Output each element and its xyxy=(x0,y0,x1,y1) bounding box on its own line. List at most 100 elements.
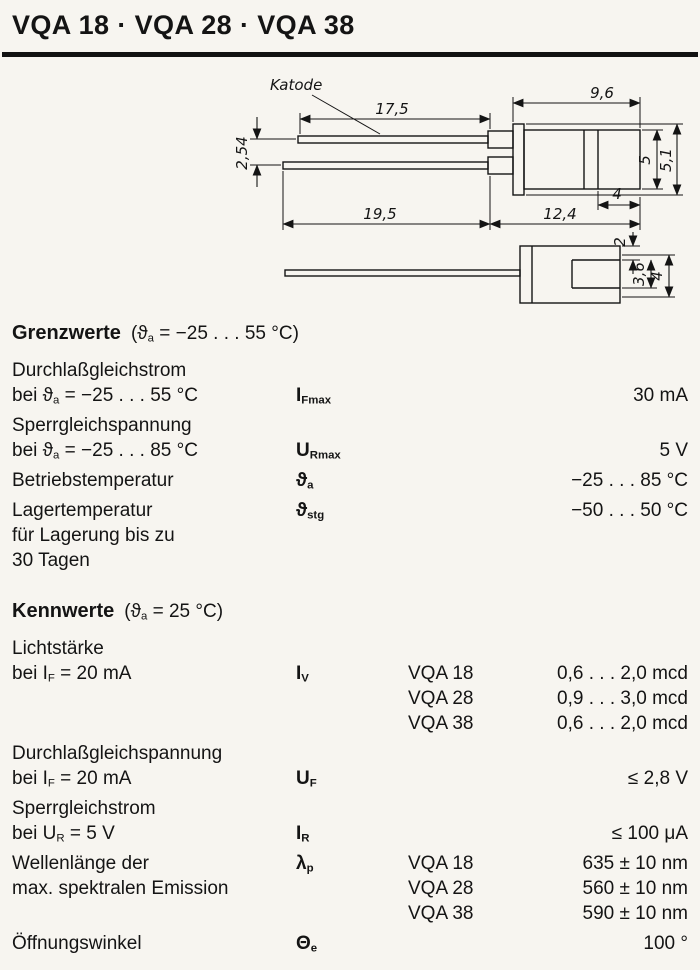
cond-pre: (ϑ xyxy=(130,323,148,344)
spec-label: Öffnungswinkel xyxy=(12,931,296,956)
symbol-sub: stg xyxy=(307,509,325,522)
label-post: = 20 mA xyxy=(54,768,132,789)
spec-value: 100 ° xyxy=(643,933,688,954)
spec-row-ifmax: Durchlaßgleichstrom bei ϑa = −25 . . . 5… xyxy=(12,358,688,408)
spec-label-line3: 30 Tagen xyxy=(12,550,90,571)
label-pre: bei I xyxy=(12,663,48,684)
spec-label-line2: bei ϑa = −25 . . . 85 °C xyxy=(12,438,296,463)
grenzwerte-section: Grenzwerte (ϑa = −25 . . . 55 °C) Durchla… xyxy=(0,321,700,573)
symbol-sub: V xyxy=(301,672,309,685)
spec-symbol: IR xyxy=(296,796,408,846)
spec-label-line2: für Lagerung bis zu xyxy=(12,525,175,546)
dim-2: 2 xyxy=(611,237,629,247)
symbol-sub: e xyxy=(310,942,318,955)
grenzwerte-condition: (ϑa = −25 . . . 55 °C) xyxy=(131,323,299,344)
led-drawing-svg: Katode 17,5 9,6 2,54 5 xyxy=(233,76,683,304)
label-post: = 20 mA xyxy=(54,663,132,684)
spec-row-urmax: Sperrgleichspannung bei ϑa = −25 . . . 8… xyxy=(12,413,688,463)
variant-name: VQA 28 xyxy=(408,878,474,899)
spec-row-oeffnungswinkel: Öffnungswinkel Θe 100 ° xyxy=(12,931,688,956)
label-sub: a xyxy=(53,449,60,462)
kennwerte-section: Kennwerte (ϑa = 25 °C) Lichtstärke bei I F… xyxy=(0,599,700,956)
variant-name: VQA 38 xyxy=(408,713,474,734)
dim-5-1: 5,1 xyxy=(657,148,675,172)
kennwerte-heading-text: Kennwerte xyxy=(12,600,115,622)
spec-row-betriebstemperatur: Betriebstemperatur ϑa −25 . . . 85 °C xyxy=(12,468,688,493)
spec-variants xyxy=(408,498,504,573)
spec-label-line1: Lichtstärke xyxy=(12,638,104,659)
variant-value: 590 ± 10 nm xyxy=(582,903,689,924)
variant-names: VQA 18 VQA 28 VQA 38 xyxy=(408,636,504,736)
spec-label: Sperrgleichstrom bei UR = 5 V xyxy=(12,796,296,846)
cond-sub: a xyxy=(147,332,154,345)
symbol-base: λ xyxy=(296,853,307,874)
spec-label-line1: Lagertemperatur xyxy=(12,500,153,521)
variant-value: 635 ± 10 nm xyxy=(582,853,689,874)
label-post: = −25 . . . 55 °C xyxy=(59,385,198,406)
spec-variants xyxy=(408,796,504,846)
symbol-base: ϑ xyxy=(296,470,308,491)
spec-label-line2: bei ϑa = −25 . . . 55 °C xyxy=(12,383,296,408)
dim-12-4: 12,4 xyxy=(543,205,576,223)
spec-value: ≤ 100 μA xyxy=(611,823,688,844)
label-post: = −25 . . . 85 °C xyxy=(59,440,198,461)
dim-9-6: 9,6 xyxy=(590,84,614,102)
dim-17-5: 17,5 xyxy=(375,100,408,118)
spec-row-lagertemperatur: Lagertemperatur für Lagerung bis zu 30 T… xyxy=(12,498,688,573)
symbol-sub: F xyxy=(309,777,317,790)
spec-label: Durchlaßgleichstrom bei ϑa = −25 . . . 5… xyxy=(12,358,296,408)
title-rule xyxy=(2,52,698,57)
spec-value: 30 mA xyxy=(633,385,688,406)
grenzwerte-heading-text: Grenzwerte xyxy=(12,322,121,344)
symbol-base: U xyxy=(296,440,310,461)
symbol-base: ϑ xyxy=(296,500,308,521)
label-pre: bei ϑ xyxy=(12,385,54,406)
variant-values: 635 ± 10 nm 560 ± 10 nm 590 ± 10 nm xyxy=(504,851,689,926)
spec-label-line2: bei UR = 5 V xyxy=(12,821,296,846)
spec-value: −50 . . . 50 °C xyxy=(571,500,688,521)
katode-label: Katode xyxy=(270,76,322,94)
dim-3-6: 3,6 xyxy=(630,262,648,286)
kennwerte-heading: Kennwerte (ϑa = 25 °C) xyxy=(12,599,688,624)
spec-label-line1: Durchlaßgleichstrom xyxy=(12,360,187,381)
spec-value: ≤ 2,8 V xyxy=(627,768,688,789)
dim-2-54: 2,54 xyxy=(233,136,251,169)
variant-value: 560 ± 10 nm xyxy=(582,878,689,899)
spec-value: −25 . . . 85 °C xyxy=(571,470,688,491)
spec-variants xyxy=(408,931,504,956)
label-pre: bei U xyxy=(12,823,57,844)
dimension-drawing: Katode 17,5 9,6 2,54 5 xyxy=(0,69,700,321)
spec-label-line1: Wellenlänge der xyxy=(12,853,149,874)
symbol-base: U xyxy=(296,768,310,789)
spec-label: Lagertemperatur für Lagerung bis zu 30 T… xyxy=(12,498,296,573)
variant-values: 0,6 . . . 2,0 mcd 0,9 . . . 3,0 mcd 0,6 … xyxy=(504,636,688,736)
spec-label: Durchlaßgleichspannung bei IF = 20 mA xyxy=(12,741,296,791)
label-post: = 5 V xyxy=(64,823,115,844)
spec-symbol: Θe xyxy=(296,931,408,956)
dim-19-5: 19,5 xyxy=(363,205,396,223)
variant-name: VQA 28 xyxy=(408,688,474,709)
label-pre: bei ϑ xyxy=(12,440,54,461)
cond-sub: a xyxy=(140,610,148,623)
variant-value: 0,6 . . . 2,0 mcd xyxy=(557,663,688,684)
kennwerte-condition: (ϑa = 25 °C) xyxy=(124,601,223,622)
spec-symbol: IV xyxy=(296,636,408,736)
spec-label-line1: Öffnungswinkel xyxy=(12,933,142,954)
label-sub: R xyxy=(56,832,65,845)
spec-symbol: IFmax xyxy=(296,358,408,408)
spec-variants xyxy=(408,413,504,463)
label-sub: a xyxy=(53,394,60,407)
spec-variants xyxy=(408,468,504,493)
dim-4-end: 4 xyxy=(648,271,666,281)
side-view-dimensions: Katode 17,5 9,6 2,54 5 xyxy=(233,76,683,230)
led-side-view xyxy=(282,123,641,196)
symbol-base: I xyxy=(296,663,302,684)
spec-label-line1: Sperrgleichspannung xyxy=(12,415,192,436)
spec-row-uf: Durchlaßgleichspannung bei IF = 20 mA UF… xyxy=(12,741,688,791)
symbol-sub: p xyxy=(306,862,314,875)
cond-pre: (ϑ xyxy=(124,601,141,622)
spec-label: Sperrgleichspannung bei ϑa = −25 . . . 8… xyxy=(12,413,296,463)
spec-label: Wellenlänge der max. spektralen Emission xyxy=(12,851,296,926)
spec-row-wellenlaenge: Wellenlänge der max. spektralen Emission… xyxy=(12,851,688,926)
variant-name: VQA 18 xyxy=(408,853,474,874)
